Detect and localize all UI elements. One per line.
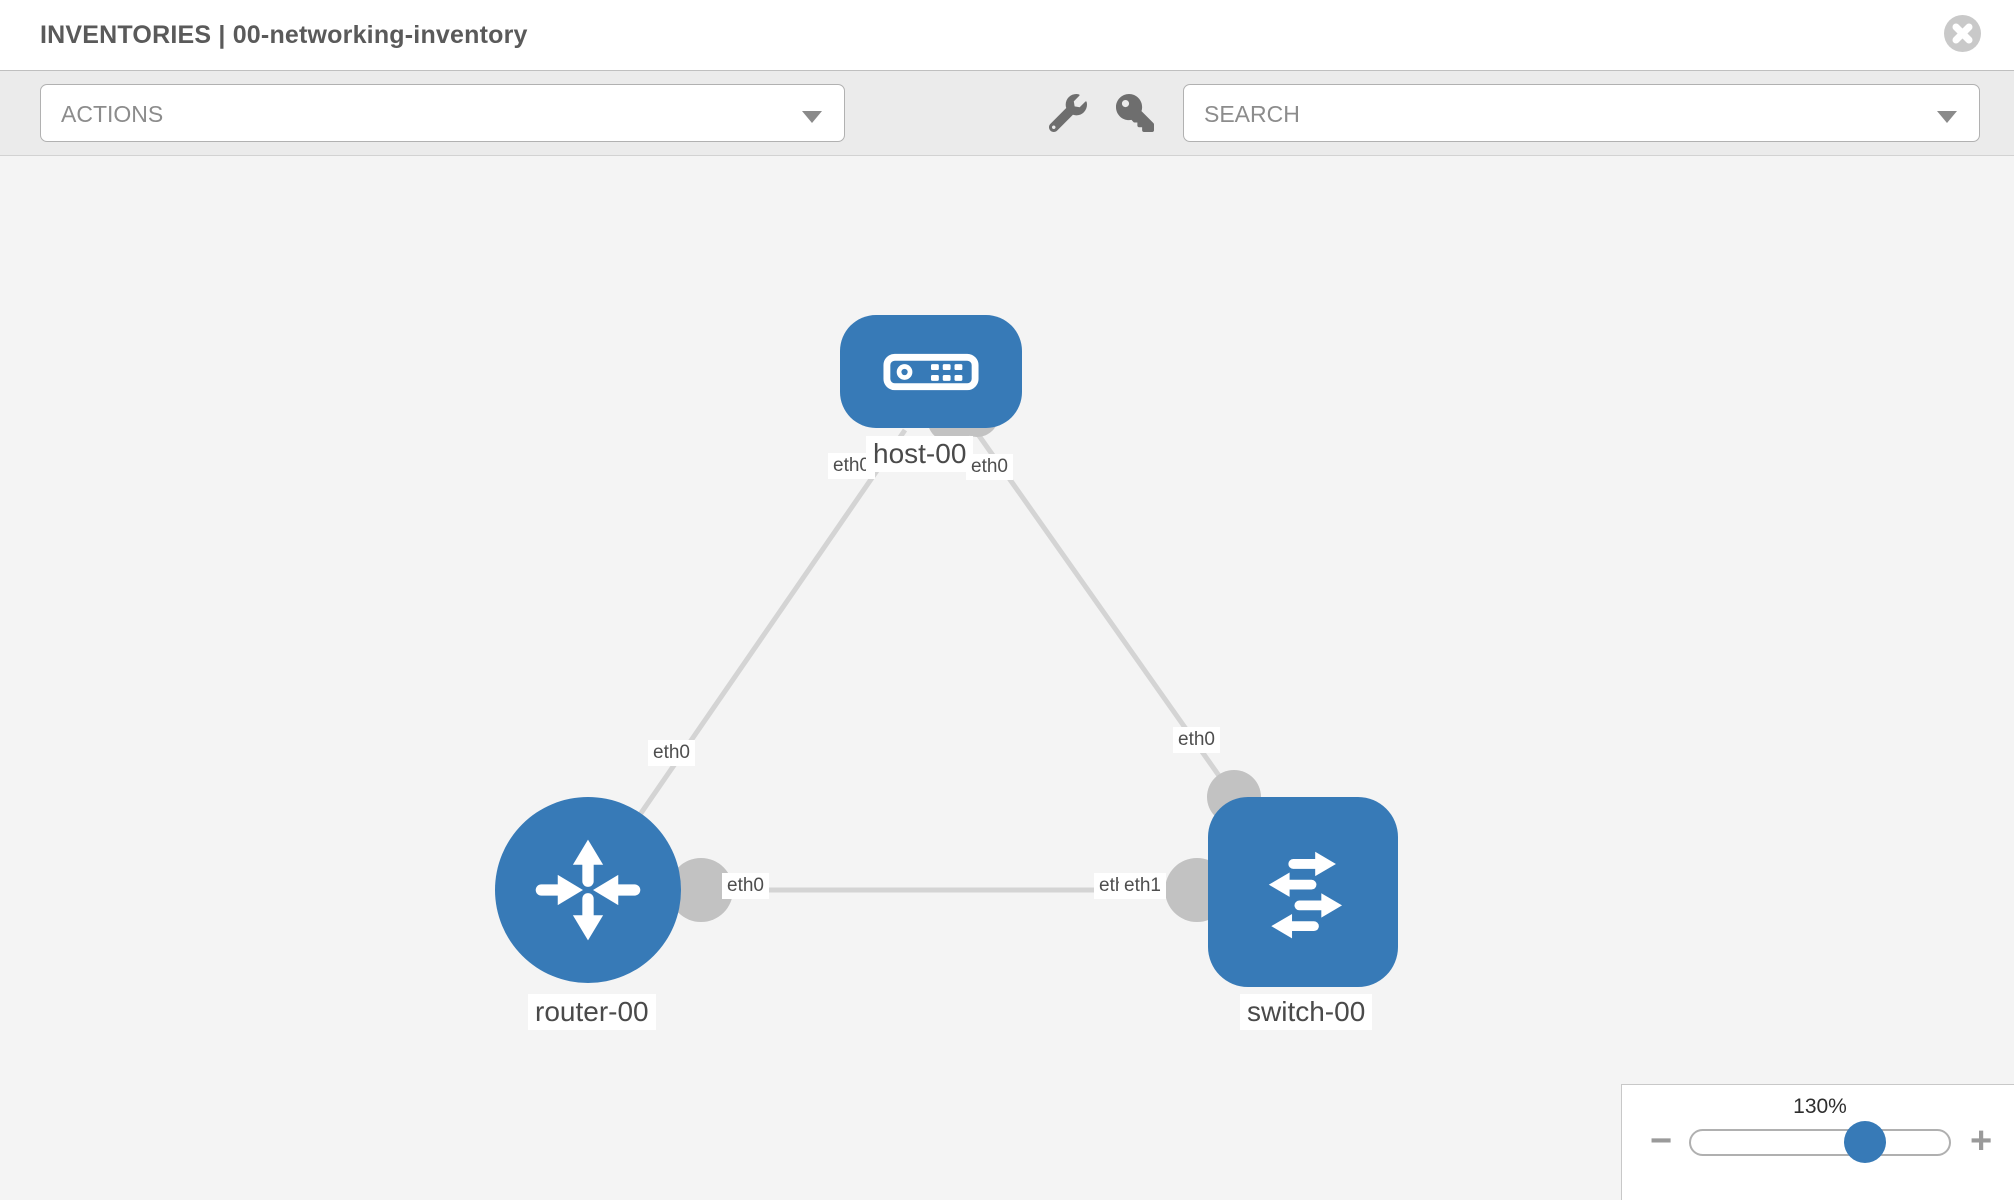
zoom-in-button[interactable]: + [1970,1120,1993,1162]
wrench-icon[interactable] [1048,94,1087,133]
zoom-out-button[interactable]: − [1650,1120,1673,1162]
host-icon [883,353,979,390]
zoom-level-value: 130% [1793,1095,1847,1118]
node-switch-00[interactable] [1208,797,1398,987]
chevron-down-icon [1937,111,1957,123]
panel-header: INVENTORIES | 00-networking-inventory [0,0,2014,71]
actions-dropdown[interactable]: ACTIONS [40,84,845,142]
iface-label: eth0 [722,873,769,899]
actions-dropdown-label: ACTIONS [61,101,164,127]
connector-router-right[interactable] [669,858,733,922]
zoom-slider-track[interactable] [1689,1121,1951,1163]
close-icon[interactable] [1944,15,1981,52]
node-host-00[interactable] [840,315,1022,428]
node-label-switch-00: switch-00 [1240,994,1373,1030]
node-label-host-00: host-00 [866,436,974,472]
iface-label: eth0 [648,740,695,766]
iface-label: eth0 [1173,727,1220,753]
zoom-control-panel: 130% − + [1621,1084,2014,1200]
zoom-slider-thumb[interactable] [1844,1121,1886,1163]
chevron-down-icon [802,111,822,123]
page-title: INVENTORIES | 00-networking-inventory [40,21,528,49]
toolbar: ACTIONS SEARCH [0,71,2014,156]
search-dropdown-placeholder: SEARCH [1204,101,1300,127]
iface-label: eth1 [1119,873,1166,899]
key-icon[interactable] [1116,94,1154,132]
search-dropdown[interactable]: SEARCH [1183,84,1980,142]
iface-label: eth0 [966,454,1013,480]
switch-icon [1268,851,1343,939]
router-icon [535,839,641,941]
node-label-router-00: router-00 [528,994,656,1030]
node-router-00[interactable] [495,797,681,983]
